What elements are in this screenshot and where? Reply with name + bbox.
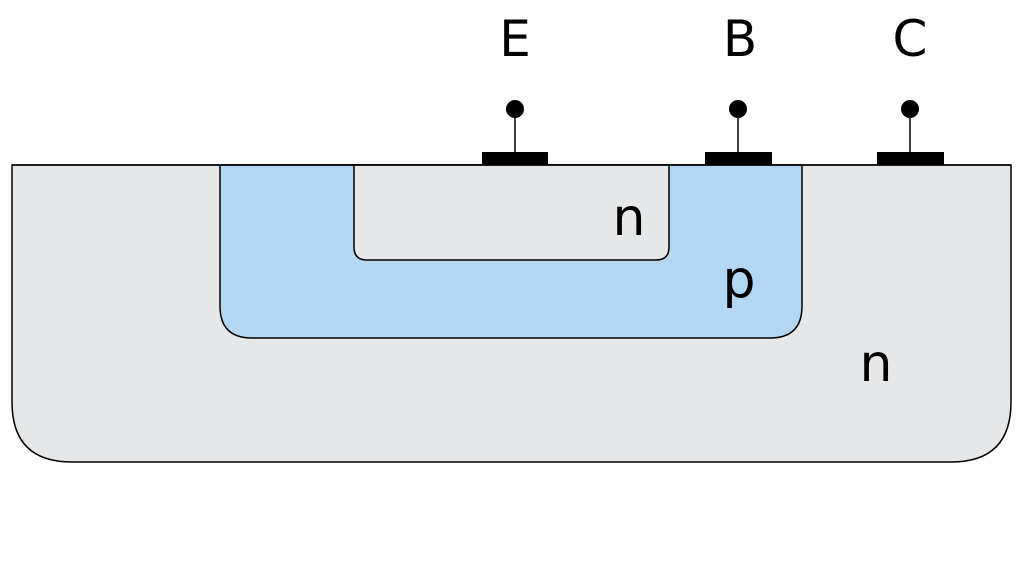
collector-terminal-dot	[901, 100, 919, 118]
emitter-contact-pad	[482, 152, 548, 165]
emitter-n-region	[353, 164, 670, 261]
emitter-terminal-label: E	[499, 10, 531, 68]
collector-contact-pad	[877, 152, 944, 165]
base-contact	[705, 100, 772, 165]
collector-region-label: n	[860, 334, 893, 394]
emitter-terminal-dot	[506, 100, 524, 118]
base-terminal-dot	[729, 100, 747, 118]
emitter-region-label: n	[613, 188, 646, 248]
base-terminal-label: B	[723, 10, 757, 68]
emitter-contact	[482, 100, 548, 165]
base-region-label: p	[722, 250, 755, 310]
collector-terminal-label: C	[893, 10, 928, 68]
base-contact-pad	[705, 152, 772, 165]
collector-contact	[877, 100, 944, 165]
